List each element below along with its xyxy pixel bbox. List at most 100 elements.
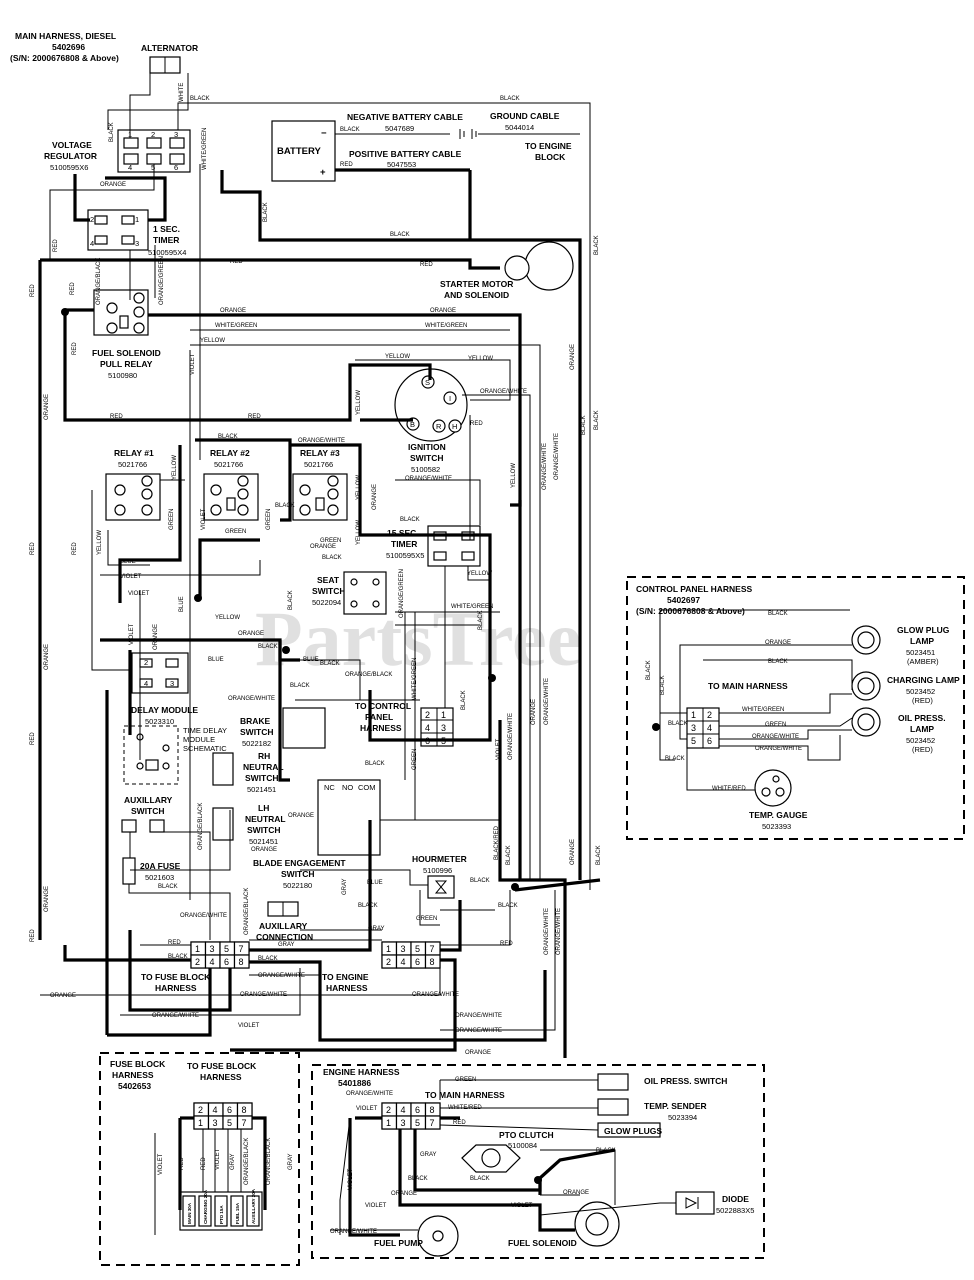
svg-text:6: 6 [707,736,712,746]
svg-text:(AMBER): (AMBER) [907,657,939,666]
svg-text:GREEN: GREEN [455,1077,476,1083]
svg-text:15 SEC.: 15 SEC. [387,528,419,538]
svg-text:RED: RED [70,282,76,295]
svg-text:ORANGE: ORANGE [570,344,576,370]
svg-text:ORANGE/WHITE: ORANGE/WHITE [298,438,345,444]
svg-text:3: 3 [174,130,178,139]
svg-text:RED: RED [110,414,123,420]
svg-text:RELAY #2: RELAY #2 [210,448,250,458]
svg-text:ORANGE/WHITE: ORANGE/WHITE [556,908,562,955]
svg-text:ORANGE: ORANGE [100,182,126,188]
svg-text:GRAY: GRAY [342,878,348,895]
svg-text:WHITE/GREEN: WHITE/GREEN [742,707,784,713]
svg-text:GRAY: GRAY [230,1153,236,1170]
svg-text:ORANGE: ORANGE [44,886,50,912]
svg-text:OIL PRESS. SWITCH: OIL PRESS. SWITCH [644,1076,727,1086]
svg-text:BLACK: BLACK [288,590,294,610]
svg-text:ORANGE/GREEN: ORANGE/GREEN [399,569,405,618]
svg-text:BLACK: BLACK [470,878,490,884]
fuel-pull-relay: FUEL SOLENOID PULL RELAY 5100980 [92,289,161,380]
svg-text:HARNESS: HARNESS [360,723,402,733]
svg-text:RH: RH [258,751,270,761]
fuse-block-pin: 6 [227,1105,232,1115]
svg-text:REGULATOR: REGULATOR [44,151,97,161]
engine-conn-pin: 2 [386,957,391,967]
svg-text:BLACK: BLACK [158,884,178,890]
svg-text:BLACK: BLACK [218,434,238,440]
svg-text:TIMER: TIMER [153,235,179,245]
svg-text:VIOLET: VIOLET [348,1168,354,1190]
svg-text:TO MAIN HARNESS: TO MAIN HARNESS [708,681,788,691]
svg-text:BLACK: BLACK [109,122,115,142]
svg-text:+: + [320,167,326,178]
main-fuse-pin: 1 [195,944,200,954]
fuse [230,1195,244,1227]
svg-text:R: R [436,422,442,431]
fuse [246,1195,260,1227]
svg-text:RED: RED [453,1120,466,1126]
svg-text:−: − [321,128,327,139]
svg-text:5023394: 5023394 [668,1113,697,1122]
svg-text:GREEN: GREEN [320,538,341,544]
svg-text:HARNESS: HARNESS [155,983,197,993]
svg-text:GREEN: GREEN [765,722,786,728]
svg-text:BLACK: BLACK [400,517,420,523]
svg-text:BLACK: BLACK [408,1176,428,1182]
svg-text:NEUTRAL: NEUTRAL [243,762,284,772]
svg-text:FUEL PUMP: FUEL PUMP [374,1238,423,1248]
svg-text:1: 1 [135,215,139,224]
svg-text:BLACK: BLACK [358,903,378,909]
svg-text:5402697: 5402697 [667,595,700,605]
svg-text:ORANGE/WHITE: ORANGE/WHITE [405,476,452,482]
svg-text:NC: NC [324,783,335,792]
svg-text:YELLOW: YELLOW [356,520,362,545]
svg-text:5023451: 5023451 [906,648,935,657]
svg-text:BLACK: BLACK [665,756,685,762]
fuse-label: CHARGING 20A [203,1189,208,1224]
delay-module: 2 4 3 DELAY MODULE 5023310 [131,652,198,726]
svg-text:ORANGE/WHITE: ORANGE/WHITE [240,992,287,998]
svg-text:1: 1 [691,710,696,720]
svg-text:RED: RED [248,414,261,420]
svg-text:COM: COM [358,783,376,792]
svg-text:ORANGE/WHITE: ORANGE/WHITE [544,908,550,955]
svg-text:HARNESS: HARNESS [112,1070,154,1080]
header-part: 5402696 [52,42,85,52]
svg-text:RED: RED [168,940,181,946]
svg-text:SWITCH: SWITCH [281,869,315,879]
svg-text:5021603: 5021603 [145,873,174,882]
svg-text:YELLOW: YELLOW [200,338,225,344]
svg-text:GLOW PLUG: GLOW PLUG [897,625,950,635]
svg-text:VIOLET: VIOLET [365,1203,387,1209]
svg-text:GREEN: GREEN [412,749,418,770]
svg-text:20A FUSE: 20A FUSE [140,861,181,871]
svg-text:S: S [425,378,430,387]
svg-text:SWITCH: SWITCH [247,825,281,835]
engine-conn-cell [424,954,441,969]
svg-text:5023452: 5023452 [906,736,935,745]
fuse-block-pin: 7 [242,1118,247,1128]
svg-text:YELLOW: YELLOW [172,455,178,480]
battery-box [271,120,336,182]
svg-text:ENGINE HARNESS: ENGINE HARNESS [323,1067,400,1077]
svg-text:5021766: 5021766 [304,460,333,469]
svg-text:VIOLET: VIOLET [356,1106,378,1112]
svg-text:DIODE: DIODE [722,1194,749,1204]
svg-text:YELLOW: YELLOW [385,354,410,360]
svg-text:GREEN: GREEN [169,509,175,530]
svg-text:TIME DELAY: TIME DELAY [183,726,227,735]
fuse-label: FUEL 15A [235,1202,240,1224]
svg-text:GROUND CABLE: GROUND CABLE [490,111,560,121]
svg-text:BLADE ENGAGEMENT: BLADE ENGAGEMENT [253,858,346,868]
svg-text:ORANGE: ORANGE [391,1191,417,1197]
svg-text:TEMP. SENDER: TEMP. SENDER [644,1101,707,1111]
svg-text:BLACK: BLACK [322,555,342,561]
svg-text:VIOLET: VIOLET [129,623,135,645]
svg-text:BLACK: BLACK [258,956,278,962]
svg-text:5: 5 [691,736,696,746]
svg-text:RED: RED [420,262,433,268]
svg-text:BLACK: BLACK [498,903,518,909]
svg-text:5021451: 5021451 [249,837,278,846]
svg-text:ORANGE: ORANGE [430,308,456,314]
